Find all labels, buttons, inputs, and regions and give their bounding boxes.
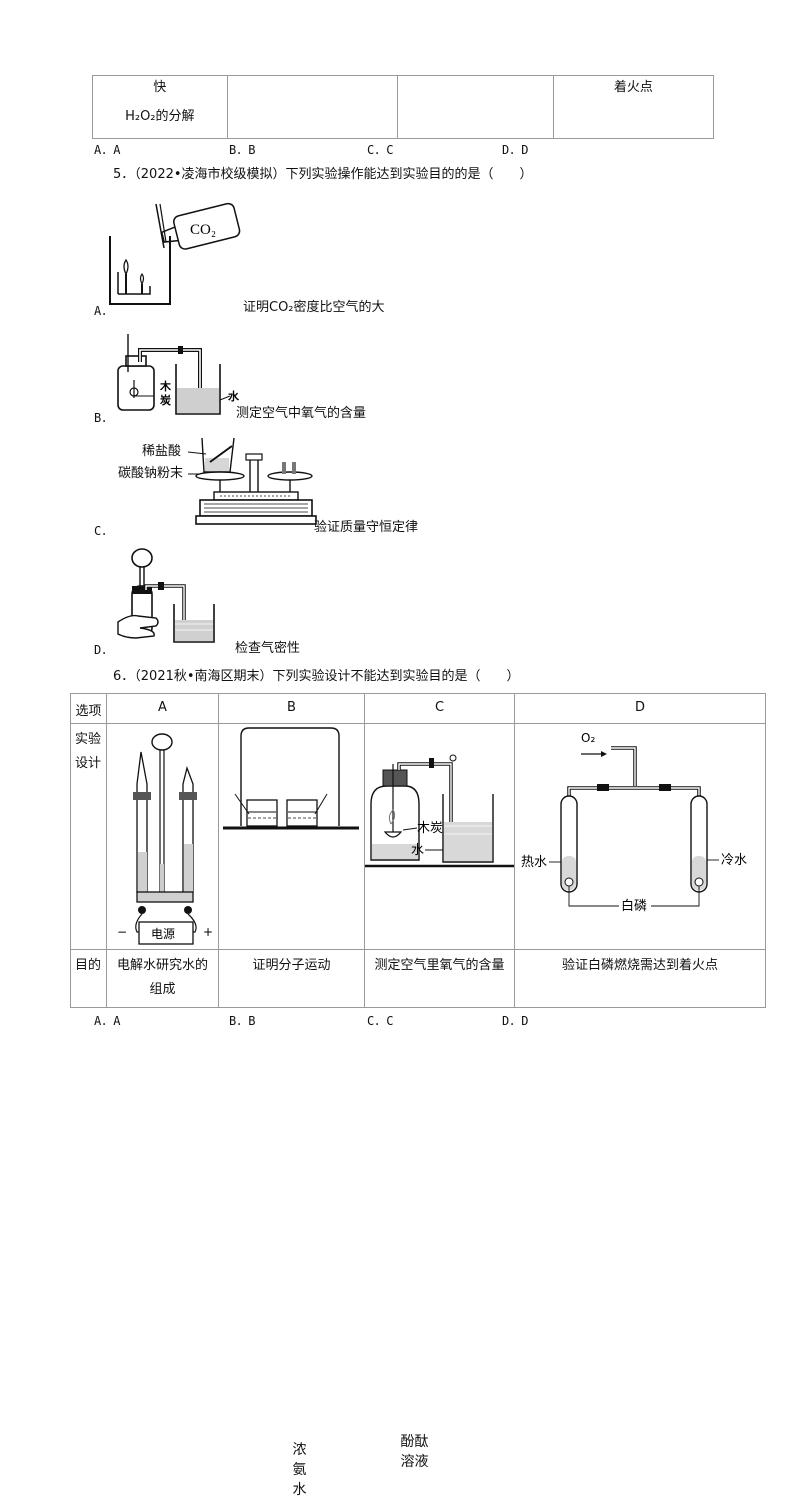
q6-purpose-a: 电解水研究水的组成 xyxy=(106,949,219,1008)
q5-option-d-caption: 检查气密性 xyxy=(235,641,301,656)
q6-purpose-c: 测定空气里氧气的含量 xyxy=(364,949,515,1008)
q4-table-cell: 着火点 xyxy=(552,75,715,139)
co2-pour-diagram: CO₂ xyxy=(109,202,241,305)
q6-header-text: A xyxy=(158,700,167,715)
q5-option-a-caption: 证明CO₂密度比空气的大 xyxy=(243,300,385,315)
q6-row-label-design: 实验设计 xyxy=(70,723,107,950)
q6-header-text: D xyxy=(634,700,645,715)
q6-header-text: B xyxy=(287,700,296,715)
q6-header-text: 选项 xyxy=(75,704,102,719)
q6-purpose-text: 电解水研究水的组成 xyxy=(116,958,208,997)
q4-option-d[interactable]: D．D xyxy=(502,143,529,157)
q6-design-c: 木炭 水 xyxy=(364,723,515,950)
q6-purpose-text: 测定空气里氧气的含量 xyxy=(374,958,505,973)
q6-header-a: A xyxy=(106,693,219,724)
oxygen-measure-charcoal-diagram: 木 炭 水 xyxy=(117,334,240,415)
q4-table-cell xyxy=(226,75,398,139)
q6-purpose-text: 验证白磷燃烧需达到着火点 xyxy=(561,958,718,973)
q6-row-label-text: 目的 xyxy=(75,958,102,973)
co2-bottle-label: CO₂ xyxy=(190,222,216,238)
q4-table-cell: 快 H₂O₂的分解 xyxy=(92,75,228,139)
airtightness-check-diagram xyxy=(117,548,215,643)
q6-header-b: B xyxy=(218,693,365,724)
q6-purpose-d: 验证白磷燃烧需达到着火点 xyxy=(514,949,766,1008)
cold-water-label: 冷水 xyxy=(721,853,747,868)
q6-header-text: C xyxy=(434,700,445,715)
q4-cell-text: 着火点 xyxy=(613,80,653,95)
white-phosphorus-label: 白磷 xyxy=(621,898,647,914)
o2-label: O₂ xyxy=(581,731,595,745)
q5-option-a-letter[interactable]: A． xyxy=(94,304,114,318)
q6-option-c[interactable]: C．C xyxy=(367,1014,394,1028)
q5-option-c-caption: 验证质量守恒定律 xyxy=(314,520,419,535)
q6-option-d[interactable]: D．D xyxy=(502,1014,529,1028)
water-label: 水 xyxy=(228,389,240,403)
q6-option-b[interactable]: B．B xyxy=(229,1014,256,1028)
charcoal-label: 木炭 xyxy=(417,821,443,836)
molecular-motion-diagram xyxy=(223,727,359,830)
oxygen-content-diagram: 木炭 水 xyxy=(365,754,514,868)
plus-label: + xyxy=(203,925,213,939)
q6-header-option: 选项 xyxy=(70,693,107,724)
q6-design-d: O₂ 热水 冷水 xyxy=(514,723,766,950)
q6-header-c: C xyxy=(364,693,515,724)
charcoal-label-1: 木 xyxy=(159,379,172,393)
q4-table-fragment: 快 H₂O₂的分解 着火点 xyxy=(92,75,715,139)
hot-water-label: 热水 xyxy=(521,855,547,870)
q6-table: 选项 A B C D 实验设计 xyxy=(70,693,766,1498)
sodium-carbonate-label: 碳酸钠粉末 xyxy=(118,466,184,481)
charcoal-label-2: 炭 xyxy=(160,393,171,407)
q4-option-b[interactable]: B．B xyxy=(229,143,256,157)
q6-stem: 6．（2021秋•南海区期末）下列实验设计不能达到实验目的是（ ） xyxy=(113,669,520,684)
ammonia-label: 浓氨水 xyxy=(292,1441,307,1498)
minus-label: − xyxy=(117,925,127,939)
q5-option-b-letter[interactable]: B． xyxy=(94,411,114,425)
q5-option-d-letter[interactable]: D． xyxy=(94,643,114,657)
q4-table-cell xyxy=(396,75,554,139)
q6-header-d: D xyxy=(514,693,766,724)
water-label: 水 xyxy=(411,843,424,858)
phenolphthalein-label: 酚酞溶液 xyxy=(400,1433,429,1470)
q4-option-a[interactable]: A．A xyxy=(94,143,121,157)
q5-option-c-letter[interactable]: C． xyxy=(94,524,114,538)
electrolysis-diagram: − + 电源 xyxy=(117,733,213,945)
q4-cell-text: 快 xyxy=(153,80,167,95)
q5-option-b-caption: 测定空气中氧气的含量 xyxy=(236,406,367,421)
q6-design-a: − + 电源 xyxy=(106,723,219,950)
dilute-hcl-label: 稀盐酸 xyxy=(142,444,182,459)
q6-purpose-text: 证明分子运动 xyxy=(252,958,331,973)
q4-option-c[interactable]: C．C xyxy=(367,143,394,157)
q6-option-a[interactable]: A．A xyxy=(94,1014,121,1028)
q6-row-label-purpose: 目的 xyxy=(70,949,107,1008)
white-phosphorus-diagram: O₂ 热水 冷水 xyxy=(521,731,747,914)
q4-cell-text: H₂O₂的分解 xyxy=(125,109,195,124)
power-supply-label: 电源 xyxy=(151,927,175,941)
q5-stem: 5．（2022•凌海市校级模拟）下列实验操作能达到实验目的的是（ ） xyxy=(113,167,533,182)
q6-row-label-text: 实验设计 xyxy=(75,732,102,771)
q6-purpose-b: 证明分子运动 xyxy=(218,949,365,1008)
balance-diagram xyxy=(187,437,317,525)
q6-design-b: 浓氨水 酚酞溶液 xyxy=(218,723,429,1498)
